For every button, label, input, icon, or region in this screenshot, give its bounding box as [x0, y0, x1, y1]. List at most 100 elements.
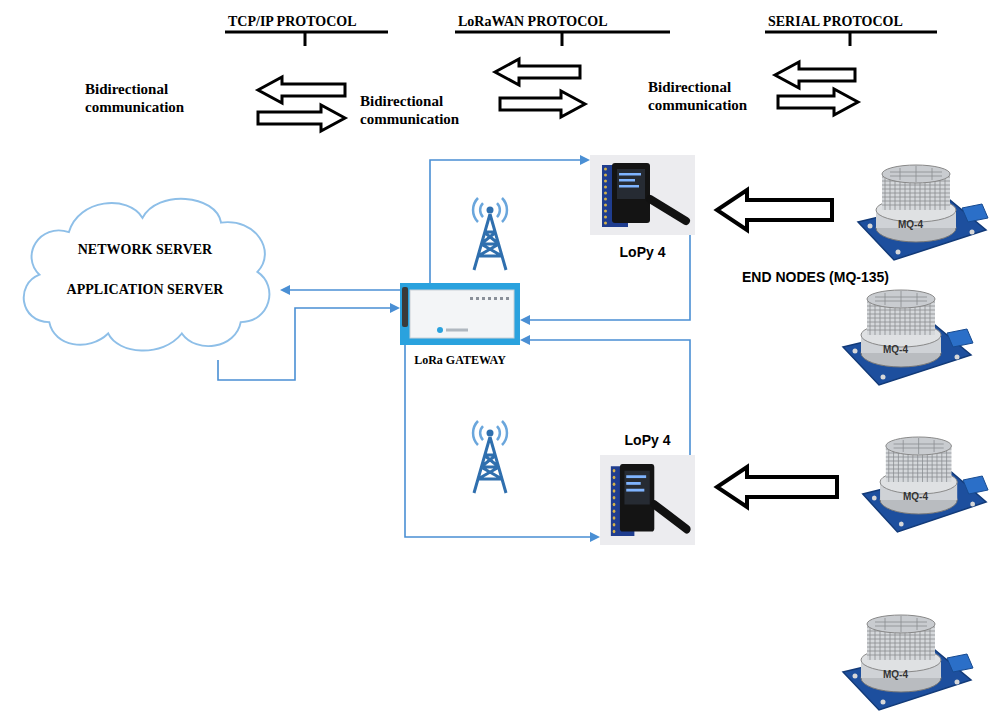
connector-line	[528, 235, 690, 320]
svg-rect	[600, 455, 695, 545]
svg-polygon	[962, 204, 988, 222]
part-marking: MQ-4	[883, 669, 908, 680]
svg-path	[875, 291, 927, 307]
svg-rect	[619, 179, 635, 182]
svg-line	[654, 505, 687, 530]
svg-circle	[896, 250, 901, 255]
connector-line	[405, 345, 592, 537]
node-shape	[855, 432, 990, 537]
svg-rect	[494, 297, 497, 300]
svg-line	[561, 32, 564, 46]
arrow-head	[580, 155, 590, 165]
svg-rect	[506, 297, 509, 300]
svg-ellipse	[867, 615, 935, 633]
svg-rect	[470, 297, 473, 300]
signal-arrow	[717, 467, 837, 507]
protocol-label: TCP/IP PROTOCOL	[228, 14, 356, 31]
svg-circle	[613, 496, 616, 499]
node-label: LoPy 4	[625, 432, 671, 448]
svg-circle	[899, 522, 904, 527]
svg-polygon	[947, 654, 973, 672]
svg-rect	[590, 155, 695, 235]
svg-circle	[970, 502, 975, 507]
protocol-label: SERIAL PROTOCOL	[768, 14, 903, 31]
svg-rect	[446, 329, 468, 332]
text-holder: LoRa GATEWAY	[350, 350, 570, 368]
svg-line	[650, 199, 686, 221]
svg-circle	[613, 523, 616, 526]
svg-circle	[604, 222, 607, 225]
svg-polygon	[947, 329, 973, 347]
connector	[520, 335, 690, 455]
svg-circle	[881, 700, 886, 705]
node-shape	[835, 285, 975, 390]
connector	[430, 155, 590, 283]
node-shape	[600, 455, 695, 545]
svg-circle	[881, 375, 886, 380]
svg-rect	[612, 163, 650, 223]
svg-circle	[604, 204, 607, 207]
svg-polygon	[495, 59, 580, 85]
arrow-head	[520, 315, 530, 325]
svg-rect	[620, 464, 654, 532]
text-holder: LoPy 4	[560, 243, 725, 261]
svg-rect	[626, 482, 640, 485]
svg-path	[473, 421, 507, 445]
arrow-head	[280, 285, 290, 295]
connector-line	[528, 340, 690, 455]
svg-rect	[488, 297, 491, 300]
node-label: NETWORK SERVER	[78, 242, 212, 258]
node-shape	[400, 283, 520, 345]
arrow-head	[390, 303, 400, 313]
svg-polygon	[963, 476, 988, 494]
svg-polygon	[258, 105, 345, 131]
svg-rect	[624, 471, 649, 505]
lopy-board: LoPy 4	[600, 455, 695, 545]
svg-rect	[617, 169, 645, 199]
group-label: END NODES (MQ-135)	[742, 269, 889, 286]
svg-polygon	[778, 89, 858, 115]
svg-rect	[619, 173, 641, 176]
svg-circle	[613, 476, 616, 479]
arrow-head	[590, 532, 600, 542]
lopy-board: LoPy 4	[590, 155, 695, 235]
svg-line	[849, 32, 852, 46]
svg-circle	[868, 224, 873, 229]
svg-circle	[613, 483, 616, 486]
link-label: Bidirectional communication	[360, 92, 495, 128]
gas-sensor: MQ-4	[855, 432, 990, 537]
gas-sensor: MQ-4	[835, 285, 975, 390]
text-holder: APPLICATION SERVER	[10, 280, 280, 298]
svg-path	[894, 438, 944, 454]
bidirectional-arrow	[258, 59, 858, 131]
svg-polygon	[775, 62, 855, 88]
label-holder: END NODES (MQ-135)	[742, 268, 889, 286]
node-label: APPLICATION SERVER	[67, 282, 224, 298]
node-label: LoPy 4	[620, 244, 666, 260]
svg-ellipse	[867, 290, 935, 308]
text-holder: MQ-4	[883, 339, 908, 357]
label-holder: TCP/IP PROTOCOL	[228, 12, 356, 31]
svg-rect	[619, 185, 639, 188]
text-holder: NETWORK SERVER	[10, 240, 280, 258]
svg-rect	[402, 287, 408, 327]
connector	[520, 235, 690, 325]
label-holder: Bidirectional communication	[85, 80, 220, 116]
text-holder: MQ-4	[898, 214, 923, 232]
svg-rect	[476, 297, 479, 300]
node-shape	[850, 160, 990, 265]
svg-rect	[500, 297, 503, 300]
svg-rect	[410, 290, 514, 338]
svg-circle	[955, 680, 960, 685]
protocol-bar	[225, 32, 937, 46]
svg-line	[304, 32, 307, 46]
svg-circle	[955, 355, 960, 360]
part-marking: MQ-4	[883, 344, 908, 355]
text-holder: MQ-4	[903, 486, 928, 504]
svg-circle	[604, 198, 607, 201]
svg-rect	[400, 283, 520, 345]
svg-circle	[872, 496, 877, 501]
svg-circle	[604, 210, 607, 213]
